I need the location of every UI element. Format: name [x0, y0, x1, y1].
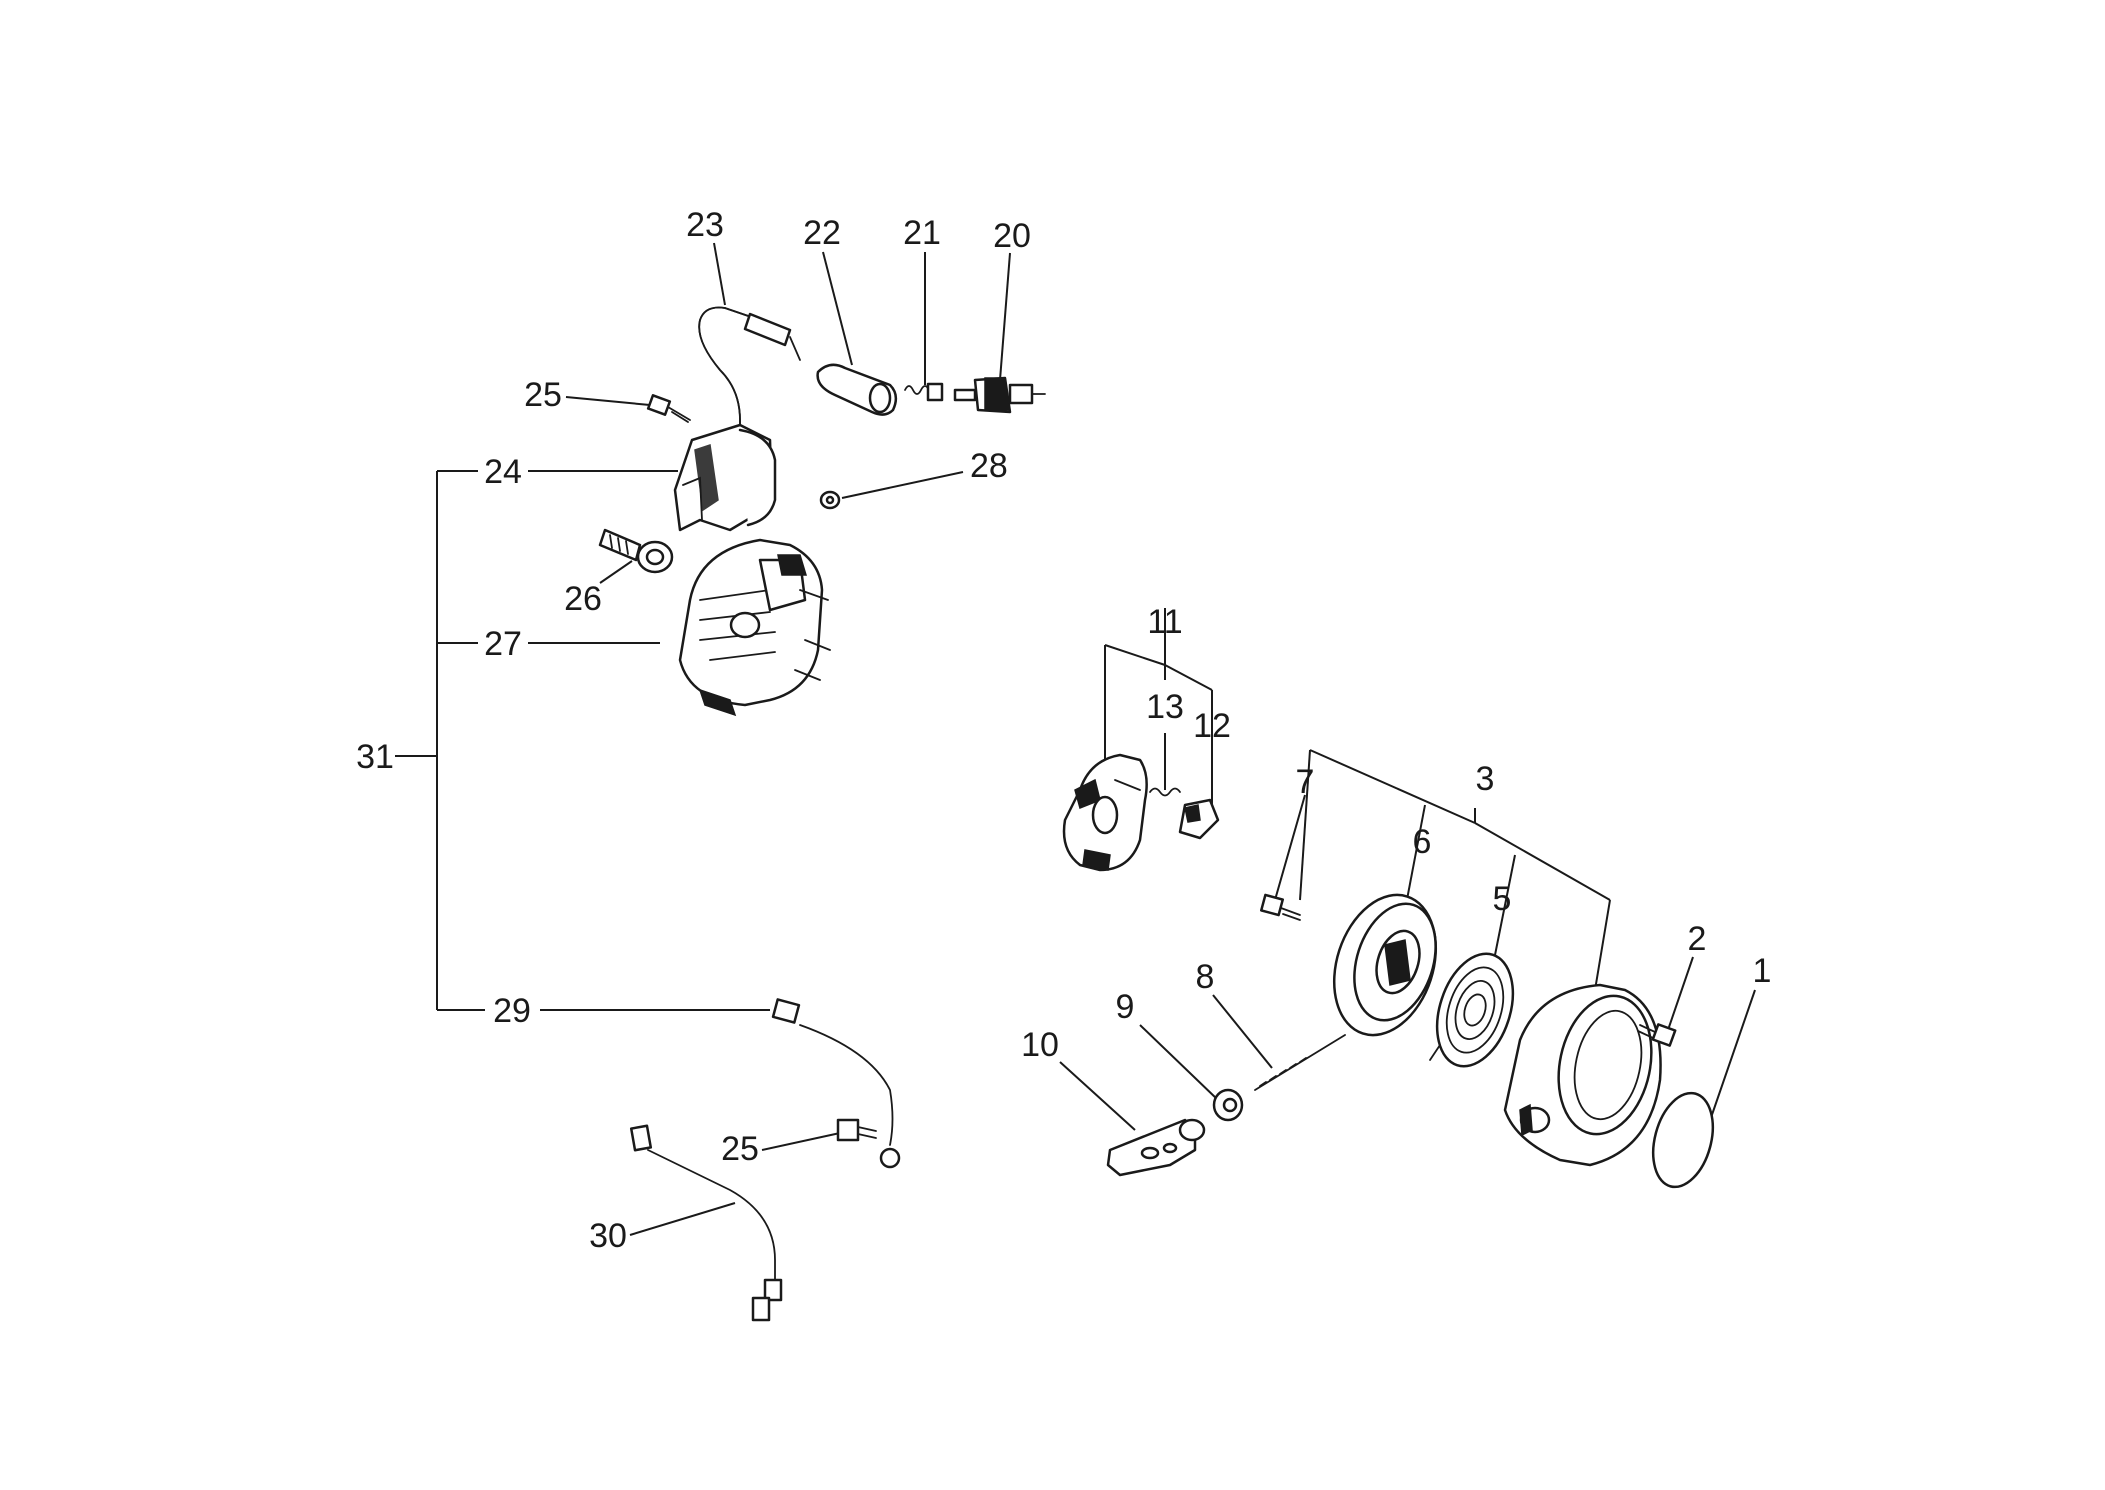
callout-11: 11: [1147, 603, 1182, 641]
callout-1: 1: [1753, 952, 1772, 990]
ignition-lead-wire: [698, 306, 801, 471]
callout-8: 8: [1196, 958, 1215, 996]
callout-28: 28: [970, 447, 1008, 485]
stop-switch-lead: [629, 1124, 783, 1322]
callout-12: 12: [1193, 707, 1231, 745]
callout-29: 29: [493, 992, 531, 1030]
callout-9: 9: [1116, 988, 1135, 1026]
spring: [904, 382, 944, 402]
callout-13: 13: [1146, 688, 1184, 726]
flywheel-nut: [598, 528, 674, 574]
callout-10: 10: [1021, 1026, 1059, 1064]
callout-labels: 23 22 21 20 25 24 28 26 27 31 29 25 30 1…: [356, 206, 1771, 1255]
plug-cap: [816, 363, 898, 416]
pawl-spring: [1149, 787, 1181, 797]
callout-30: 30: [589, 1217, 627, 1255]
callout-25-top: 25: [524, 376, 562, 414]
callout-27: 27: [484, 625, 522, 663]
gasket-ring: [1651, 1091, 1715, 1189]
starter-reel: [1332, 893, 1438, 1037]
callout-5: 5: [1493, 880, 1512, 918]
callout-25-bottom: 25: [721, 1130, 759, 1168]
callout-6: 6: [1413, 823, 1432, 861]
spiral-spring: [1429, 952, 1515, 1068]
callout-20: 20: [993, 217, 1031, 255]
ignition-coil: [673, 423, 777, 532]
pawl: [1178, 798, 1220, 840]
rope-guide: [1212, 1088, 1244, 1122]
callout-24: 24: [484, 453, 522, 491]
screw: [1259, 893, 1301, 921]
callout-23: 23: [686, 206, 724, 244]
callout-21: 21: [903, 214, 941, 252]
callout-3: 3: [1476, 760, 1495, 798]
callout-31: 31: [356, 738, 394, 776]
starter-rope: [1254, 1034, 1346, 1091]
case-bolt: [1637, 1023, 1677, 1047]
washer: [819, 490, 841, 510]
ground-lead-wire: [771, 998, 901, 1169]
bolt-bottom: [836, 1118, 877, 1142]
bolt-top: [646, 394, 691, 423]
spark-plug: [953, 376, 1046, 414]
callout-7: 7: [1296, 763, 1315, 801]
callout-26: 26: [564, 580, 602, 618]
starter-case: [1503, 983, 1662, 1167]
callout-2: 2: [1688, 920, 1707, 958]
starter-pawl-housing: [1062, 753, 1148, 872]
leader-lines: [395, 242, 1756, 1236]
starter-handle: [1106, 1118, 1206, 1177]
flywheel: [678, 538, 831, 717]
callout-22: 22: [803, 214, 841, 252]
